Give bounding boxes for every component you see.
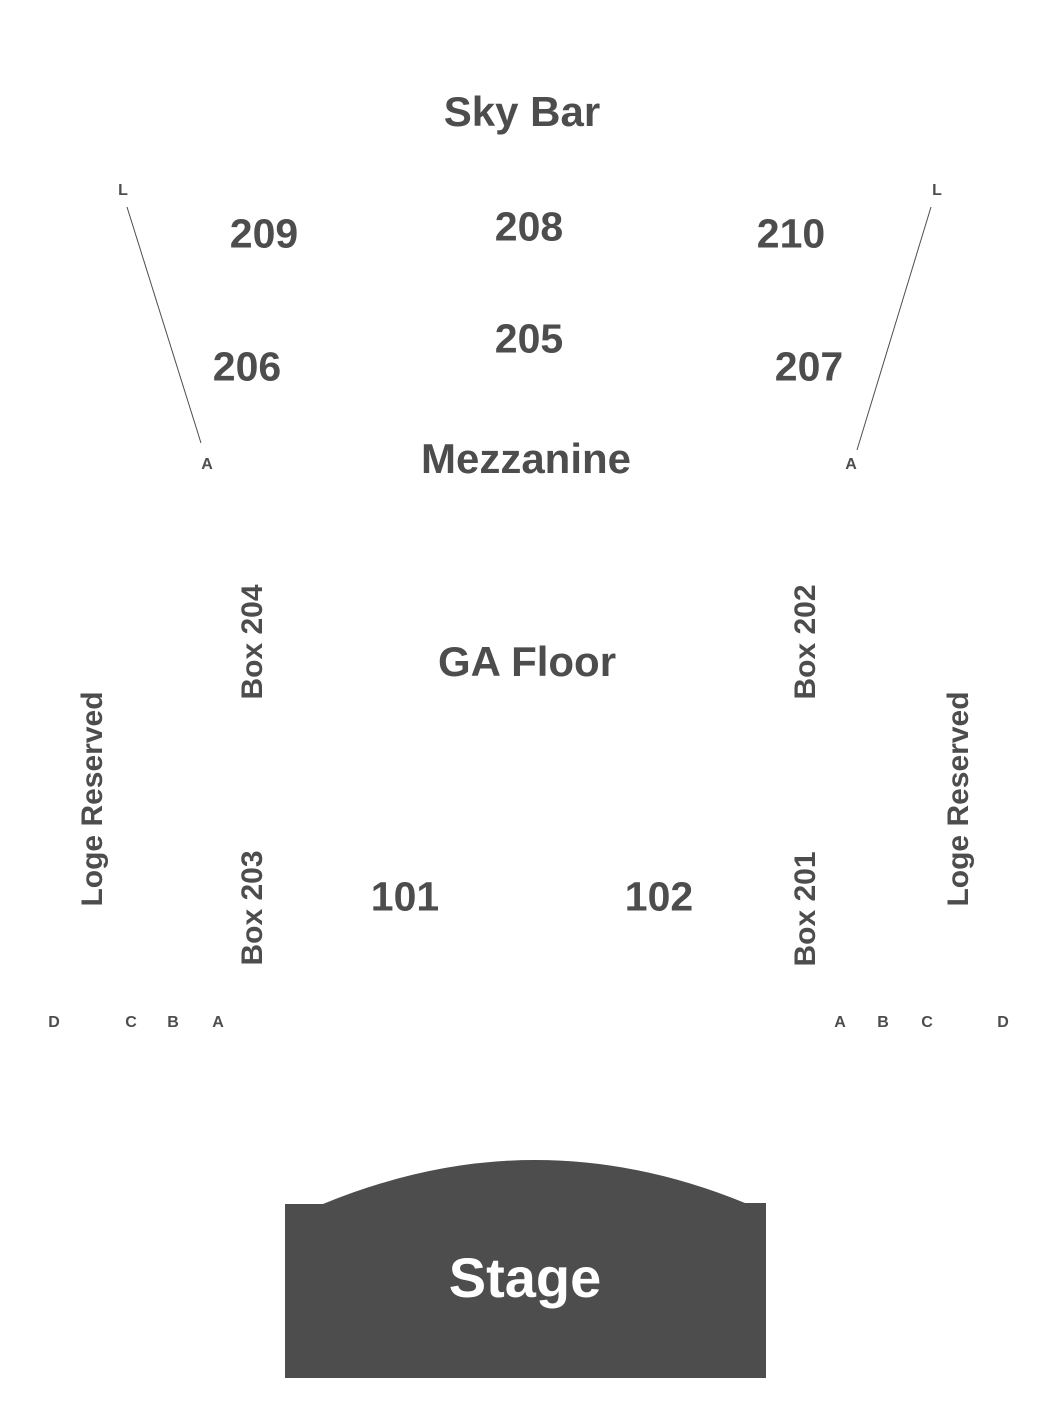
row-label-left-d: D [48,1014,60,1031]
section-loge-reserved-right[interactable]: Loge Reserved [942,691,975,907]
section-box-201[interactable]: Box 201 [789,851,822,967]
section-box-203[interactable]: Box 203 [236,850,269,966]
row-label-left-b: B [167,1014,179,1031]
right-row-guide-line [856,206,932,451]
row-label-right-c: C [921,1014,933,1031]
section-mezzanine[interactable]: Mezzanine [420,435,632,482]
section-205[interactable]: 205 [494,315,564,362]
stage-label: Stage [448,1246,602,1309]
section-sky-bar[interactable]: Sky Bar [443,88,601,135]
row-label-left-a: A [212,1014,224,1031]
section-206[interactable]: 206 [212,343,282,390]
section-ga-floor[interactable]: GA Floor [437,638,617,685]
left-row-guide-line [126,206,202,444]
section-box-204[interactable]: Box 204 [236,584,269,700]
row-label-left-c: C [125,1014,137,1031]
section-209[interactable]: 209 [229,210,299,257]
section-101[interactable]: 101 [370,873,440,920]
section-208[interactable]: 208 [494,203,564,250]
row-label-right-a: A [834,1014,846,1031]
row-label-upper-right-a: A [845,456,857,473]
section-102[interactable]: 102 [624,873,694,920]
section-210[interactable]: 210 [756,210,826,257]
section-loge-reserved-left[interactable]: Loge Reserved [76,691,109,907]
section-box-202[interactable]: Box 202 [789,584,822,700]
row-label-right-b: B [877,1014,889,1031]
row-label-right-d: D [997,1014,1009,1031]
row-label-upper-left-a: A [201,456,213,473]
row-label-upper-right-l: L [932,182,942,199]
stage-shape[interactable] [285,1160,766,1378]
section-207[interactable]: 207 [774,343,844,390]
row-label-upper-left-l: L [118,182,128,199]
